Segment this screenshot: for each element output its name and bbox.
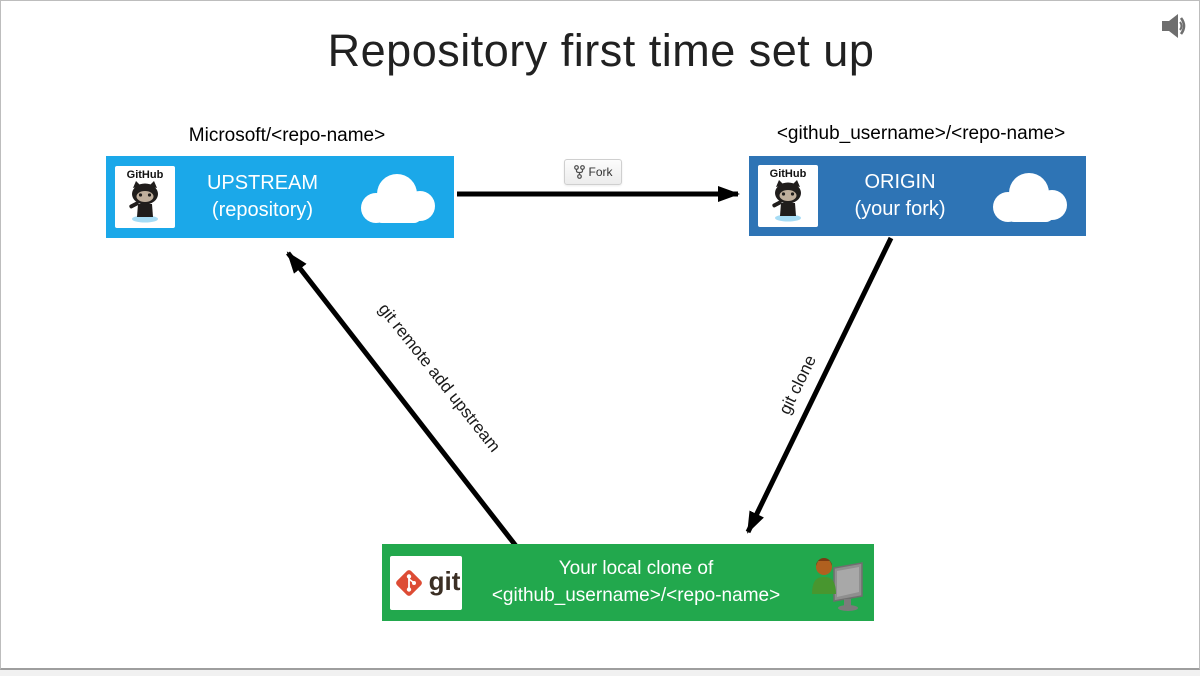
git-remote-add-upstream-label: git remote add upstream (374, 299, 505, 456)
git-remote-arrow (286, 251, 518, 548)
upstream-box-text: UPSTREAM (repository) (175, 170, 350, 224)
person-at-computer-icon (812, 557, 863, 611)
slide-bottom-margin (0, 670, 1200, 676)
cloud-icon (361, 174, 435, 223)
origin-box: GitHub ORIGIN (your fork) (749, 156, 1086, 236)
origin-name: ORIGIN (864, 171, 936, 193)
cloud-icon (993, 173, 1067, 222)
upstream-name: UPSTREAM (206, 172, 319, 194)
origin-subtitle: (your fork) (854, 198, 946, 220)
fork-button[interactable]: Fork (564, 159, 622, 185)
slide-title: Repository first time set up (327, 25, 875, 76)
upstream-box: GitHub UPSTREAM (repository) (106, 156, 454, 238)
local-clone-text: Your local clone of <github_username>/<r… (462, 556, 810, 609)
octocat-icon (129, 181, 158, 223)
upstream-path-label: Microsoft/<repo-name> (188, 125, 386, 146)
github-logo: GitHub (115, 166, 175, 228)
local-clone-box: git Your local clone of <github_username… (382, 544, 874, 621)
git-diamond-icon (395, 569, 422, 596)
git-clone-label: git clone (775, 352, 820, 418)
git-clone-arrow (745, 236, 894, 534)
fork-button-label: Fork (588, 165, 613, 179)
upstream-subtitle: (repository) (211, 199, 314, 221)
origin-box-text: ORIGIN (your fork) (818, 169, 982, 223)
local-clone-line2: <github_username>/<repo-name> (491, 584, 781, 606)
octocat-icon (772, 180, 801, 222)
speaker-icon[interactable] (1159, 11, 1193, 41)
origin-path-label: <github_username>/<repo-name> (776, 123, 1066, 144)
github-logo: GitHub (758, 165, 818, 227)
fork-icon (573, 165, 585, 179)
local-clone-line1: Your local clone of (558, 557, 714, 579)
git-logo: git (390, 555, 462, 610)
